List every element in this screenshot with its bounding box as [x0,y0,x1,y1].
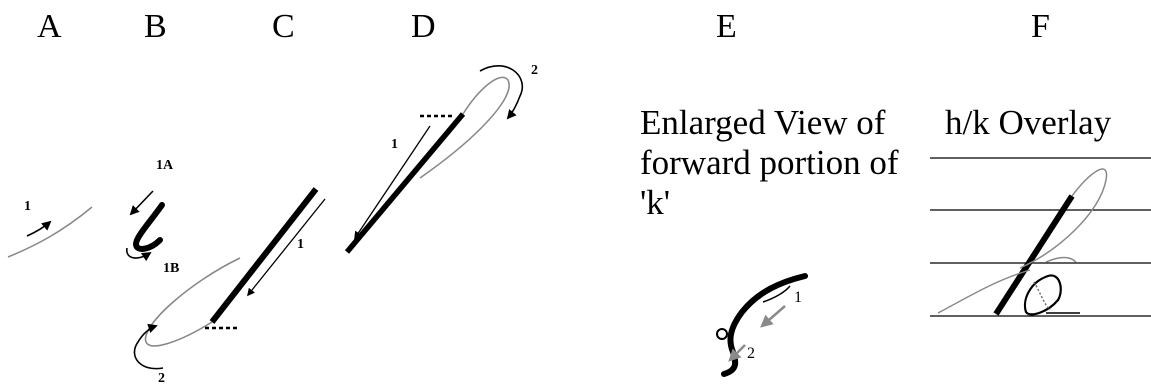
panel-d-step-2-label: 2 [531,63,538,78]
panel-f-title: h/k Overlay [945,103,1112,142]
panel-c-step-2-label: 2 [158,371,165,386]
panel-e-step-2-label: 2 [747,345,755,362]
panel-f-letter: F [1031,8,1050,45]
panel-e-letter: E [716,8,737,45]
panel-c-stroke [133,187,326,370]
panel-b-step-1b-label: 1B [163,261,180,276]
panel-d-stroke [344,65,523,254]
panel-b-step-1a-label: 1A [156,158,174,173]
panel-d-step-1-label: 1 [391,137,398,152]
panel-a-step-1-label: 1 [24,199,31,214]
panel-a-letter: A [37,8,62,45]
panel-c-step-1-label: 1 [297,237,304,252]
panel-e-stroke [716,273,808,377]
panel-e-step-1-label: 1 [794,289,802,306]
panel-b-letter: B [144,8,167,45]
panel-b-stroke [126,190,165,262]
panel-a-stroke [7,206,93,258]
panel-e-title: Enlarged View of forward portion of 'k' [640,103,899,222]
panel-d-letter: D [411,8,436,45]
panel-f-ruling [930,157,1151,317]
panel-c-letter: C [272,8,295,45]
panel-f-overlay [937,168,1108,316]
